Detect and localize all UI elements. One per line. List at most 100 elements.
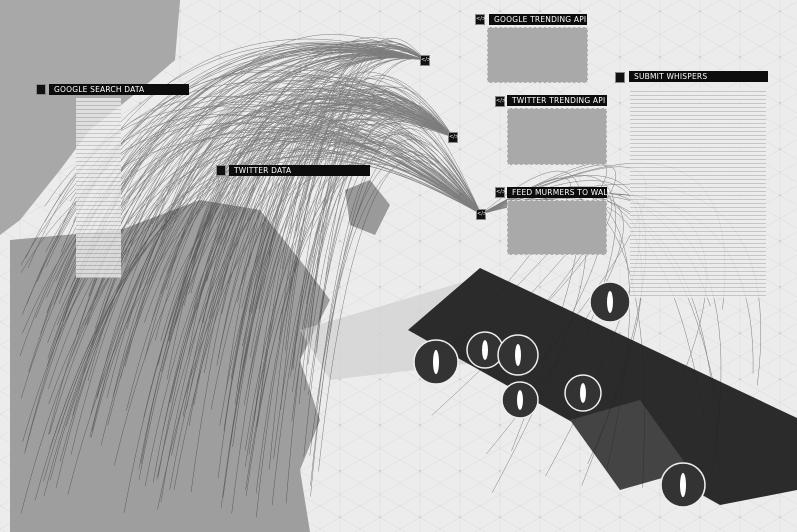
data-arc bbox=[27, 42, 426, 269]
data-arc bbox=[170, 126, 482, 403]
data-arc bbox=[89, 98, 454, 437]
data-arc bbox=[90, 87, 454, 279]
data-arc bbox=[106, 52, 426, 399]
data-arc bbox=[222, 98, 454, 498]
twitter-data-label: TWITTER DATA bbox=[229, 165, 370, 176]
table-icon bbox=[36, 84, 46, 95]
data-arc bbox=[232, 56, 426, 448]
code-node-icon: </> bbox=[420, 55, 431, 66]
data-arc bbox=[281, 77, 454, 270]
data-arc bbox=[48, 45, 426, 435]
google-search-data-label: GOOGLE SEARCH DATA bbox=[49, 84, 189, 95]
data-arc bbox=[172, 56, 426, 333]
code-node-icon: </> bbox=[476, 209, 487, 220]
data-arc bbox=[49, 135, 482, 435]
data-arc bbox=[244, 155, 482, 468]
data-arc bbox=[162, 134, 482, 433]
visitor-circles bbox=[413, 281, 706, 508]
data-arc bbox=[182, 52, 426, 417]
person-icon bbox=[517, 390, 523, 410]
person-icon bbox=[607, 291, 613, 313]
map-city bbox=[10, 200, 330, 532]
code-icon: </> bbox=[475, 14, 486, 25]
data-arc bbox=[304, 40, 426, 201]
data-arc bbox=[160, 56, 426, 502]
data-arc bbox=[91, 54, 426, 432]
data-arc bbox=[160, 108, 454, 294]
data-arc bbox=[231, 94, 454, 514]
data-arc bbox=[314, 38, 426, 285]
data-arc bbox=[92, 75, 454, 254]
data-arc bbox=[166, 76, 454, 290]
data-arc bbox=[22, 131, 482, 334]
data-arc bbox=[167, 75, 454, 217]
data-arc bbox=[72, 48, 426, 416]
data-arc bbox=[290, 100, 454, 378]
data-arc bbox=[144, 139, 482, 323]
data-arc bbox=[70, 53, 426, 455]
map-island bbox=[345, 180, 390, 235]
data-arc bbox=[67, 153, 482, 495]
data-arc bbox=[154, 34, 426, 229]
data-arc bbox=[168, 119, 482, 335]
data-arc bbox=[96, 125, 482, 399]
data-arc bbox=[249, 123, 482, 358]
data-arc bbox=[48, 131, 482, 389]
data-arc bbox=[292, 46, 426, 371]
data-arc bbox=[183, 41, 426, 306]
twitter-trending-code-box bbox=[507, 108, 607, 165]
submit-whispers-label: SUBMIT WHISPERS bbox=[629, 71, 768, 82]
google-search-text bbox=[76, 98, 121, 278]
installation-platform bbox=[408, 268, 797, 505]
person-icon bbox=[433, 349, 439, 375]
data-arc bbox=[168, 133, 482, 342]
data-arc bbox=[40, 41, 426, 335]
table-icon bbox=[216, 165, 226, 176]
data-arc bbox=[310, 139, 482, 486]
data-arc bbox=[227, 100, 454, 243]
table-icon bbox=[615, 72, 625, 83]
data-arc bbox=[202, 40, 426, 324]
data-arc bbox=[294, 94, 454, 238]
data-arc bbox=[124, 44, 426, 263]
data-arc bbox=[20, 122, 482, 266]
data-arc bbox=[309, 160, 482, 456]
data-arc bbox=[24, 43, 426, 454]
data-arc bbox=[259, 37, 426, 243]
data-arc bbox=[206, 89, 454, 282]
feed-arc bbox=[433, 163, 608, 369]
google-trending-code-box bbox=[487, 27, 588, 83]
person-icon bbox=[580, 383, 586, 403]
code-node-icon: </> bbox=[448, 132, 459, 143]
data-arc bbox=[245, 156, 482, 491]
data-arc bbox=[218, 118, 482, 358]
feed-murmers-code-box bbox=[507, 200, 607, 255]
data-arc bbox=[161, 142, 482, 372]
data-arc bbox=[179, 113, 454, 370]
feed-murmers-label: FEED MURMERS TO WALL bbox=[507, 187, 612, 198]
data-arc bbox=[138, 56, 426, 480]
data-arc bbox=[50, 138, 482, 480]
data-arc bbox=[298, 58, 426, 404]
data-arc bbox=[256, 48, 426, 427]
data-arc bbox=[94, 47, 426, 248]
code-icon: </> bbox=[495, 187, 506, 198]
data-arc bbox=[223, 58, 426, 432]
data-arc bbox=[216, 89, 454, 366]
data-arc bbox=[167, 124, 482, 274]
whispers-text bbox=[630, 88, 766, 298]
person-icon bbox=[680, 472, 686, 498]
data-arc bbox=[102, 89, 454, 313]
stairs bbox=[570, 400, 690, 490]
person-icon bbox=[515, 344, 521, 366]
data-arc bbox=[318, 155, 482, 472]
data-arc bbox=[193, 100, 454, 406]
data-arc bbox=[124, 90, 454, 367]
data-arc bbox=[107, 104, 454, 426]
data-arc bbox=[49, 159, 482, 450]
person-icon bbox=[482, 340, 488, 360]
google-trending-api-label: GOOGLE TRENDING API bbox=[489, 14, 587, 25]
data-arc bbox=[140, 51, 426, 464]
code-icon: </> bbox=[495, 96, 506, 107]
twitter-trending-api-label: TWITTER TRENDING API bbox=[507, 95, 607, 106]
